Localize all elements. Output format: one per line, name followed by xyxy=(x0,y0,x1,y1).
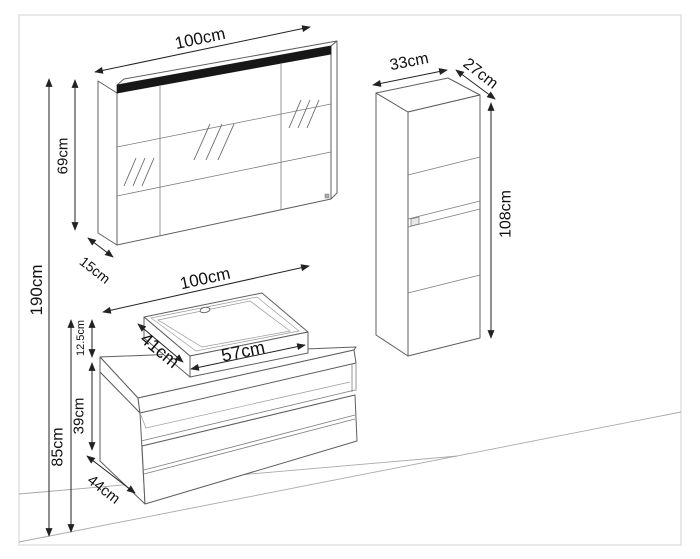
dim-line-vanity-width xyxy=(102,264,310,314)
mirror-shelf-line-2 xyxy=(116,151,332,197)
dim-label-vanity-mount-height: 85cm xyxy=(50,427,67,466)
tall-cabinet-front xyxy=(407,94,481,357)
tall-cabinet-gap-bottom xyxy=(407,208,481,228)
dim-line-mirror-depth xyxy=(87,237,114,258)
tall-cabinet-gap-top xyxy=(407,200,481,220)
drawing-frame xyxy=(18,14,682,546)
mirror-cabinet xyxy=(97,40,338,246)
drawer-seam-bottom xyxy=(143,418,356,475)
dim-line-sink-width xyxy=(190,343,306,371)
tall-cabinet-lower-seam xyxy=(407,274,481,294)
dim-label-column-width: 33cm xyxy=(388,50,430,74)
mirror-shelf-line-1 xyxy=(116,103,332,148)
floor-line xyxy=(18,411,682,543)
vanity-unit xyxy=(99,346,358,505)
mirror-cabinet-side-panel xyxy=(97,80,118,246)
dim-line-vanity-depth xyxy=(86,455,136,494)
drawer-seam-top xyxy=(143,414,356,471)
dim-line-column-width xyxy=(372,68,448,87)
mirror-glint-middle xyxy=(193,123,235,161)
shelf-cavity-interior xyxy=(139,381,351,429)
tall-cabinet-handle xyxy=(410,216,420,227)
dim-line-mirror-width xyxy=(94,25,311,74)
dim-label-column-height: 108cm xyxy=(498,190,515,238)
dim-label-sink-height: 12.5cm xyxy=(75,320,87,356)
dim-label-mirror-width: 100cm xyxy=(173,24,227,53)
tall-cabinet-side-panel xyxy=(375,92,409,357)
dim-line-column-depth xyxy=(455,69,496,100)
shelf-board-top-edge xyxy=(140,389,356,442)
dim-line-sink-depth xyxy=(137,323,184,363)
tall-cabinet xyxy=(375,77,481,357)
mirror-cabinet-right-edge xyxy=(330,40,338,200)
dim-label-mirror-depth: 15cm xyxy=(77,253,114,287)
dim-label-mirror-height: 69cm xyxy=(54,138,71,175)
dim-label-total-height: 190cm xyxy=(27,264,46,315)
mirror-door-handle xyxy=(324,193,330,199)
dim-label-vanity-height: 39cm xyxy=(70,398,87,435)
tall-cabinet-upper-seam xyxy=(407,156,481,176)
mirror-glint-left xyxy=(123,157,155,187)
mirror-glint-right xyxy=(288,99,320,129)
vanity-drawer-front xyxy=(141,394,358,505)
